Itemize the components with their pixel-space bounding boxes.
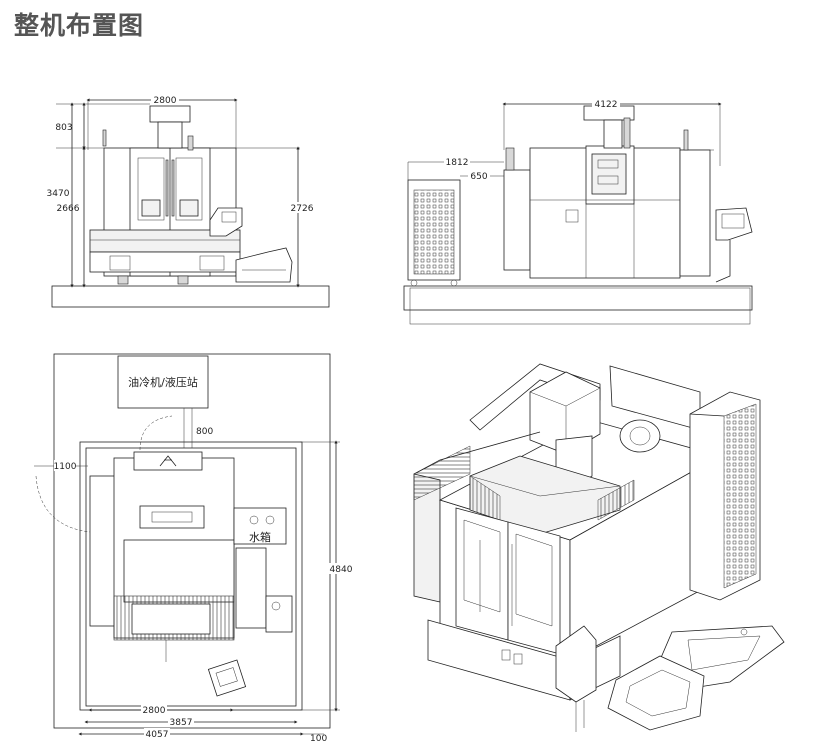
front-view: 2800 803 3470 2666 2726 (47, 94, 330, 308)
hydraulic-unit (117, 355, 209, 409)
side-view: 4122 1812 650 (403, 98, 753, 325)
front-dim-lower-height: 2666 (57, 204, 80, 214)
front-dim-width: 2800 (154, 96, 177, 106)
plan-outer-boundary (53, 353, 331, 729)
isometric-view (413, 363, 785, 732)
plan-dim-height: 4840 (330, 565, 353, 575)
hydraulic-label: 油冷机/液压站 (128, 375, 198, 389)
plan-dim-left-gap: 1100 (54, 462, 77, 472)
side-dim-inner: 650 (470, 172, 487, 182)
plan-view: 油冷机/液压站 800 1100 水箱 2800 (34, 353, 354, 744)
plan-dim-w3: 4057 (146, 730, 169, 740)
page-title: 整机布置图 (14, 11, 145, 40)
side-dim-left: 1812 (446, 158, 469, 168)
water-tank-label: 水箱 (249, 530, 271, 544)
front-base (51, 285, 330, 308)
plan-dim-edge: 100 (310, 734, 327, 744)
front-dim-right-height: 2726 (291, 204, 314, 214)
plan-dim-w1: 2800 (143, 706, 166, 716)
side-base (403, 285, 753, 311)
side-dim-width: 4122 (595, 100, 618, 110)
front-dim-top: 803 (55, 123, 72, 133)
water-tank (233, 507, 287, 545)
front-dim-total-height: 3470 (47, 189, 70, 199)
plan-dim-w2: 3857 (170, 718, 193, 728)
plan-dim-top-gap: 800 (196, 427, 213, 437)
